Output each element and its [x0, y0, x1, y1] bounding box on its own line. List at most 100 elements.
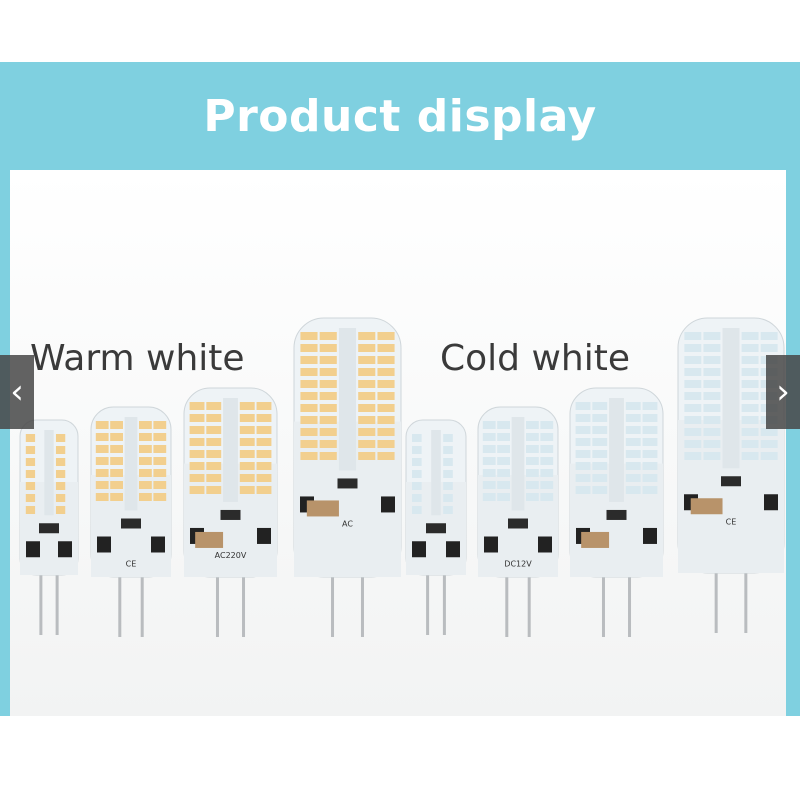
led-chip: [575, 426, 591, 434]
led-chip: [526, 469, 539, 477]
led-chip: [741, 380, 759, 388]
led-chip: [625, 474, 641, 482]
led-chip: [497, 481, 510, 489]
chevron-right-icon: ›: [776, 372, 790, 412]
led-chip: [412, 458, 422, 466]
led-chip: [189, 450, 205, 458]
led-chip: [110, 433, 123, 441]
driver-chip: [97, 536, 111, 553]
led-chip: [300, 404, 318, 412]
led-chip: [684, 392, 702, 400]
led-chip: [189, 474, 205, 482]
bulb: [19, 419, 79, 635]
led-chip: [239, 450, 255, 458]
led-chip: [642, 486, 658, 494]
led-chip: [412, 470, 422, 478]
rectifier-chip: [538, 536, 552, 553]
led-chip: [256, 450, 272, 458]
carousel-prev-button[interactable]: ‹: [0, 355, 34, 429]
bulb-pin: [140, 573, 144, 637]
led-chip: [300, 452, 318, 460]
led-chip: [110, 493, 123, 501]
led-chip: [526, 493, 539, 501]
led-chip: [575, 474, 591, 482]
led-chip: [55, 470, 66, 478]
led-chip: [642, 402, 658, 410]
led-chip: [358, 452, 376, 460]
led-chip: [358, 416, 376, 424]
led-chip: [760, 452, 778, 460]
bulb-center-strip: [44, 430, 54, 516]
led-chip: [497, 493, 510, 501]
led-chip: [412, 482, 422, 490]
led-chip: [684, 368, 702, 376]
led-chip: [377, 428, 395, 436]
led-chip: [358, 356, 376, 364]
led-chip: [319, 392, 337, 400]
led-chip: [300, 392, 318, 400]
led-chip: [239, 426, 255, 434]
chevron-left-icon: ‹: [10, 372, 24, 412]
led-chip: [95, 421, 109, 429]
led-chip: [319, 416, 337, 424]
led-chip: [377, 332, 395, 340]
led-chip: [642, 450, 658, 458]
led-chip: [139, 493, 152, 501]
led-chip: [526, 457, 539, 465]
led-chip: [443, 494, 453, 502]
resistor-chip: [426, 523, 446, 534]
led-chip: [684, 356, 702, 364]
bulb-pin: [426, 571, 430, 635]
led-chip: [592, 414, 608, 422]
led-chip: [319, 332, 337, 340]
led-chip: [319, 368, 337, 376]
led-chip: [540, 421, 554, 429]
led-chip: [741, 356, 759, 364]
led-chip: [95, 457, 109, 465]
led-chip: [25, 494, 36, 502]
bulb-pin: [601, 573, 605, 637]
bulb-center-strip: [124, 417, 138, 511]
led-chip: [592, 486, 608, 494]
bulb-pin: [744, 569, 748, 633]
bulb-marking: AC: [342, 519, 353, 528]
led-chip: [300, 416, 318, 424]
led-chip: [575, 402, 591, 410]
led-chip: [482, 421, 496, 429]
resistor-chip: [39, 523, 59, 534]
led-chip: [592, 462, 608, 470]
led-chip: [526, 421, 539, 429]
led-chip: [206, 438, 222, 446]
led-chip: [189, 426, 205, 434]
led-chip: [189, 402, 205, 410]
resistor-chip: [606, 509, 627, 520]
carousel-next-button[interactable]: ›: [766, 355, 800, 429]
led-chip: [256, 486, 272, 494]
led-chip: [642, 414, 658, 422]
led-chip: [526, 445, 539, 453]
led-chip: [482, 469, 496, 477]
led-chip: [684, 416, 702, 424]
led-chip: [592, 450, 608, 458]
led-chip: [110, 469, 123, 477]
led-chip: [575, 462, 591, 470]
bulb-pin: [118, 573, 122, 637]
bulb-center-strip: [338, 328, 357, 471]
led-chip: [443, 446, 453, 454]
rectifier-chip: [257, 527, 271, 544]
page-title: Product display: [203, 90, 597, 142]
led-chip: [482, 493, 496, 501]
bulb-pin: [505, 573, 509, 637]
bulb: CE: [90, 406, 172, 637]
led-chip: [592, 426, 608, 434]
bulb-marking: AC220V: [215, 551, 247, 560]
led-chip: [540, 481, 554, 489]
led-chip: [95, 493, 109, 501]
capacitor: [690, 498, 723, 515]
led-chip: [741, 440, 759, 448]
led-chip: [300, 356, 318, 364]
led-chip: [642, 462, 658, 470]
led-chip: [206, 450, 222, 458]
led-chip: [319, 440, 337, 448]
